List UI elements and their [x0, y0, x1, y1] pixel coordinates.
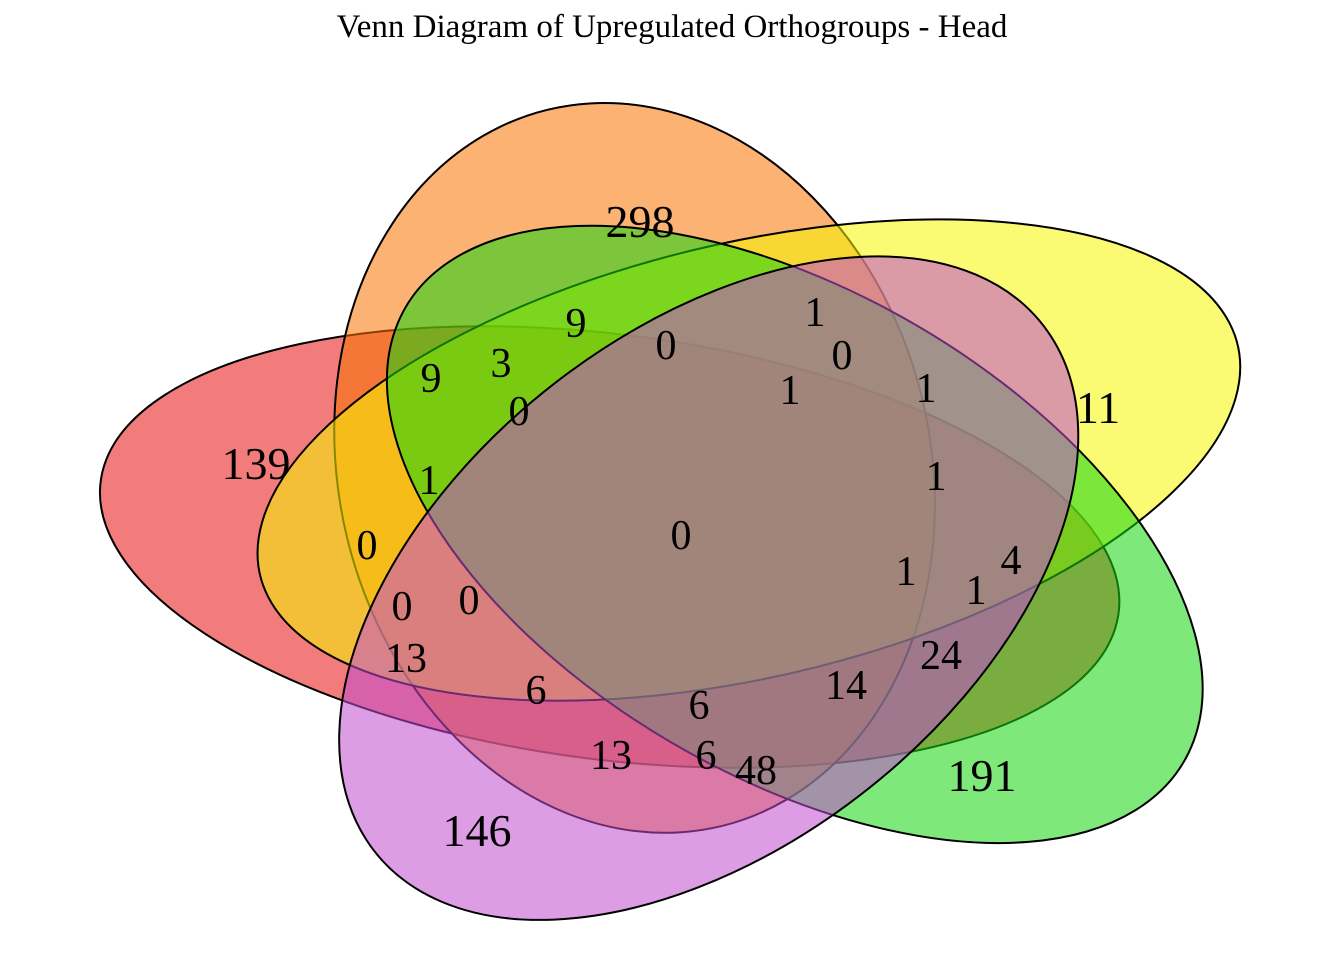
ellipse-layer — [37, 85, 1344, 960]
venn-ellipse-purple — [186, 166, 1231, 960]
chart-title: Venn Diagram of Upregulated Orthogroups … — [336, 9, 1008, 45]
